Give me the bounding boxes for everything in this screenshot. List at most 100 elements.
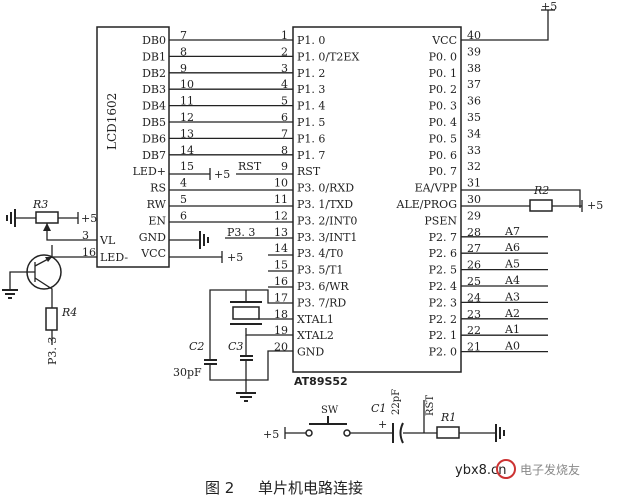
lcd-pin-label: DB3 <box>142 83 166 96</box>
lcd-pin-label: LED+ <box>133 165 166 178</box>
mcu-pin-label: RST <box>297 165 321 178</box>
mcu-pin-label: P2. 1 <box>429 329 457 342</box>
p3-stub-wires <box>268 254 293 288</box>
mcu-pin-label: P0. 6 <box>429 149 457 162</box>
watermark-logo-icon <box>496 459 516 479</box>
rst-net-label: RST <box>238 160 262 173</box>
lcd-module-body <box>96 26 170 268</box>
lcd-pin-number: 9 <box>180 62 187 75</box>
mcu-pin-label: P1. 7 <box>297 149 325 162</box>
c2-label: C2 <box>189 340 204 353</box>
lcd-pin-number: 6 <box>180 209 187 222</box>
lcd-pin-label: DB2 <box>142 67 166 80</box>
mcu-pin-label: P0. 7 <box>429 165 457 178</box>
transistor-base-wire <box>9 271 35 290</box>
lcd-pin-label: EN <box>148 214 166 227</box>
mcu-pin-label: XTAL1 <box>297 313 334 326</box>
mcu-pin-label: P3. 0/RXD <box>297 182 354 195</box>
mcu-pin-number: 8 <box>281 144 288 157</box>
mcu-pin-label: GND <box>297 346 324 359</box>
mcu-pin-number: 2 <box>281 45 288 58</box>
mcu-pin-label: VCC <box>431 34 457 47</box>
c1-plate-minus <box>399 422 404 444</box>
mcu-pin-number: 40 <box>467 29 481 42</box>
watermark-site: ybx8.cn <box>455 463 506 478</box>
mcu-pin-number: 11 <box>274 193 288 206</box>
lcd-pin-number: 4 <box>180 177 187 190</box>
mcu-pin-number: 32 <box>467 160 481 173</box>
lcd-pin-label: LED- <box>100 251 128 264</box>
mcu-pin-number: 37 <box>467 78 481 91</box>
lcd-pin-label: RS <box>150 182 166 195</box>
lcd-pin-label: DB4 <box>142 100 166 113</box>
mcu-pin-label: P1. 4 <box>297 100 325 113</box>
mcu-pin-label: P1. 6 <box>297 132 325 145</box>
r4-label: R4 <box>61 306 77 319</box>
mcu-pin-number: 12 <box>274 209 288 222</box>
mcu-pin-label: P0. 5 <box>429 132 457 145</box>
mcu-pin-number: 30 <box>467 193 481 206</box>
p2-bus-label: A3 <box>504 290 520 303</box>
vcc-plus5-label: +5 <box>541 0 557 13</box>
mcu-pin-label: P2. 3 <box>429 296 457 309</box>
mcu-pin-label: XTAL2 <box>297 329 334 342</box>
p2-bus-label: A4 <box>504 274 520 287</box>
mcu-pin-label: P3. 3/INT1 <box>297 231 357 244</box>
mcu-pin-number: 18 <box>274 308 288 321</box>
mcu-pin-label: EA/VPP <box>415 182 458 195</box>
led-plus5-label: +5 <box>214 168 230 181</box>
mcu-pin-label: PSEN <box>424 214 457 227</box>
mcu-pin-number: 33 <box>467 144 481 157</box>
mcu-pin-number: 14 <box>274 242 288 255</box>
sw-contact-left <box>305 429 313 437</box>
mcu-pin-number: 36 <box>467 95 481 108</box>
r4-resistor <box>45 307 58 331</box>
mcu-pin-number: 34 <box>467 127 481 140</box>
xtal-ground-icon <box>236 392 256 402</box>
r2-plus5-label: +5 <box>587 199 603 212</box>
lcd-pin-label: VCC <box>140 247 166 260</box>
mcu-gnd-wire <box>246 350 293 381</box>
transistor-arrow-icon <box>45 257 52 262</box>
mcu-pin-number: 31 <box>467 177 481 190</box>
r1-resistor <box>436 426 460 439</box>
mcu-pin-number: 22 <box>467 324 481 337</box>
c1-plus-sign: + <box>378 418 387 431</box>
c2-bottom-wire <box>209 364 246 381</box>
mcu-pin-label: P2. 6 <box>429 247 457 260</box>
lcd-pin-label: VL <box>99 234 116 247</box>
r3-ground-icon <box>6 209 16 227</box>
r2-resistor <box>529 199 553 212</box>
crystal-body <box>232 306 260 320</box>
p2-bus-label: A2 <box>504 307 520 320</box>
r3-plus5-label: +5 <box>81 212 97 225</box>
mcu-pin-label: P0. 2 <box>429 83 457 96</box>
lcd-pin-number: 12 <box>180 111 194 124</box>
data-bus-wires <box>169 39 293 156</box>
mcu-pin-label: P0. 4 <box>429 116 457 129</box>
mcu-pin-number: 24 <box>467 291 481 304</box>
p2-bus-label: A5 <box>504 258 520 271</box>
sw-button-icon <box>309 416 347 425</box>
mcu-pin-number: 7 <box>281 127 288 140</box>
mcu-pin-label: P2. 2 <box>429 313 457 326</box>
mcu-pin-number: 19 <box>274 324 288 337</box>
p2-bus-label: A0 <box>504 340 520 353</box>
ea-wire <box>461 189 581 208</box>
rst-tap-label: RST <box>425 395 436 416</box>
mcu-pin-number: 9 <box>281 160 288 173</box>
mcu-pin-label: P0. 1 <box>429 67 457 80</box>
mcu-pin-label: P2. 0 <box>429 346 457 359</box>
watermark-brand: 电子发烧友 <box>520 462 580 477</box>
mcu-pin-label: P2. 5 <box>429 264 457 277</box>
reset-plus5-label: +5 <box>263 428 279 441</box>
c1-value: 22pF <box>391 389 402 415</box>
mcu-pin-number: 3 <box>281 62 288 75</box>
lcd-pin-number: 14 <box>180 144 194 157</box>
mcu-pin-label: P1. 2 <box>297 67 325 80</box>
lcd-pin-label: GND <box>139 231 166 244</box>
